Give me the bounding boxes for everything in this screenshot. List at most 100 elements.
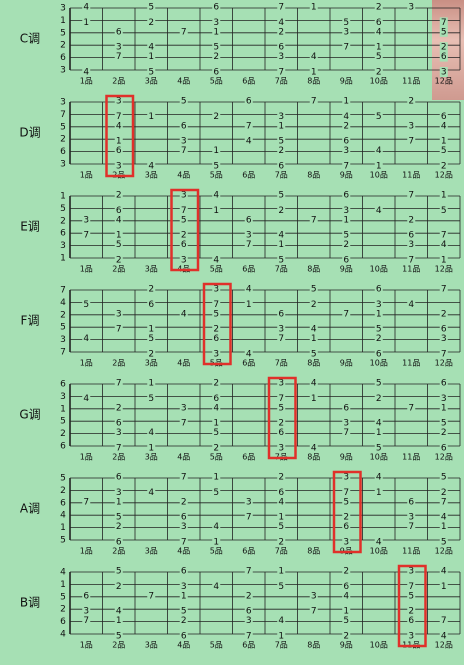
note-mark: 2 bbox=[278, 27, 284, 37]
note-bg bbox=[179, 120, 188, 131]
note-bg bbox=[374, 418, 383, 429]
note-bg bbox=[439, 378, 448, 388]
note-bg bbox=[179, 255, 188, 265]
note-mark: 5 bbox=[148, 334, 154, 344]
note-mark: 1 bbox=[311, 334, 317, 344]
note-mark: 2 bbox=[343, 513, 349, 523]
note-bg bbox=[439, 26, 448, 37]
fret-label: 11品 bbox=[402, 359, 420, 368]
note-mark: 1 bbox=[441, 256, 447, 266]
fret-label: 8品 bbox=[307, 641, 320, 650]
note-mark: 4 bbox=[376, 206, 382, 216]
note-mark: 7 bbox=[116, 379, 122, 389]
note-bg bbox=[342, 136, 351, 147]
open-note: 3 bbox=[60, 160, 66, 170]
note-mark: 3 bbox=[181, 403, 187, 413]
fret-label: 3品 bbox=[145, 453, 158, 462]
open-note: 2 bbox=[60, 605, 66, 615]
note-bg bbox=[374, 17, 383, 28]
note-bg bbox=[277, 308, 286, 319]
note-mark: 2 bbox=[408, 215, 414, 225]
note-mark: 3 bbox=[278, 379, 284, 389]
note-bg bbox=[212, 537, 221, 547]
note-bg bbox=[212, 472, 221, 482]
note-bg bbox=[439, 255, 448, 265]
note-mark: 7 bbox=[343, 43, 349, 53]
open-note: 1 bbox=[60, 404, 66, 414]
note-bg bbox=[82, 496, 91, 507]
open-note: 3 bbox=[60, 241, 66, 251]
note-bg bbox=[374, 299, 383, 310]
note-mark: 2 bbox=[148, 285, 154, 295]
position-highlight-box bbox=[202, 282, 232, 366]
note-mark: 3 bbox=[116, 43, 122, 53]
note-bg bbox=[179, 566, 188, 576]
note-bg bbox=[407, 521, 416, 532]
note-bg bbox=[244, 606, 253, 617]
note-bg bbox=[212, 2, 221, 12]
note-mark: 3 bbox=[408, 513, 414, 523]
fret-label: 10品 bbox=[370, 265, 388, 274]
note-mark: 4 bbox=[83, 394, 89, 404]
note-mark: 1 bbox=[376, 162, 382, 172]
note-bg bbox=[147, 349, 156, 359]
note-bg bbox=[147, 111, 156, 122]
note-mark: 4 bbox=[376, 538, 382, 548]
note-bg bbox=[147, 443, 156, 453]
note-mark: 6 bbox=[116, 538, 122, 548]
note-mark: 3 bbox=[246, 231, 252, 241]
fret-label: 3品 bbox=[145, 265, 158, 274]
open-note: 2 bbox=[60, 135, 66, 145]
note-bg bbox=[342, 111, 351, 122]
note-mark: 4 bbox=[278, 18, 284, 28]
note-mark: 6 bbox=[213, 3, 219, 13]
open-note: 4 bbox=[60, 630, 66, 640]
note-mark: 7 bbox=[311, 215, 317, 225]
open-note: 2 bbox=[60, 486, 66, 496]
note-mark: 6 bbox=[343, 137, 349, 147]
note-bg bbox=[309, 590, 318, 601]
note-mark: 5 bbox=[343, 616, 349, 626]
note-mark: 2 bbox=[148, 350, 154, 360]
note-bg bbox=[277, 418, 286, 429]
note-mark: 5 bbox=[181, 607, 187, 617]
note-mark: 3 bbox=[441, 394, 447, 404]
note-bg bbox=[114, 145, 123, 156]
fret-label: 8品 bbox=[307, 547, 320, 556]
note-mark: 2 bbox=[376, 68, 382, 78]
note-bg bbox=[439, 521, 448, 532]
note-mark: 4 bbox=[441, 567, 447, 577]
note-mark: 7 bbox=[441, 285, 447, 295]
note-bg bbox=[439, 427, 448, 438]
note-bg bbox=[212, 284, 221, 294]
note-mark: 5 bbox=[278, 582, 284, 592]
key-name-D调: D调 bbox=[19, 126, 40, 140]
note-bg bbox=[342, 418, 351, 429]
note-mark: 7 bbox=[343, 162, 349, 172]
note-bg bbox=[114, 496, 123, 507]
note-mark: 3 bbox=[278, 325, 284, 335]
note-bg bbox=[212, 255, 221, 265]
fret-label: 4品 bbox=[177, 77, 190, 86]
note-mark: 7 bbox=[83, 616, 89, 626]
note-bg bbox=[309, 378, 318, 388]
note-mark: 4 bbox=[441, 513, 447, 523]
note-mark: 4 bbox=[376, 146, 382, 156]
note-bg bbox=[277, 136, 286, 147]
key-name-E调: E调 bbox=[20, 220, 40, 234]
note-mark: 7 bbox=[441, 18, 447, 28]
note-mark: 4 bbox=[83, 334, 89, 344]
note-bg bbox=[114, 512, 123, 523]
note-bg bbox=[374, 26, 383, 37]
open-note: 1 bbox=[60, 523, 66, 533]
note-bg bbox=[374, 284, 383, 294]
note-mark: 1 bbox=[116, 616, 122, 626]
note-mark: 7 bbox=[441, 616, 447, 626]
note-bg bbox=[374, 2, 383, 12]
note-bg bbox=[212, 443, 221, 453]
fret-label: 5品 bbox=[210, 171, 223, 180]
note-mark: 6 bbox=[408, 231, 414, 241]
note-bg bbox=[309, 2, 318, 12]
note-bg bbox=[212, 402, 221, 413]
note-bg bbox=[439, 349, 448, 359]
